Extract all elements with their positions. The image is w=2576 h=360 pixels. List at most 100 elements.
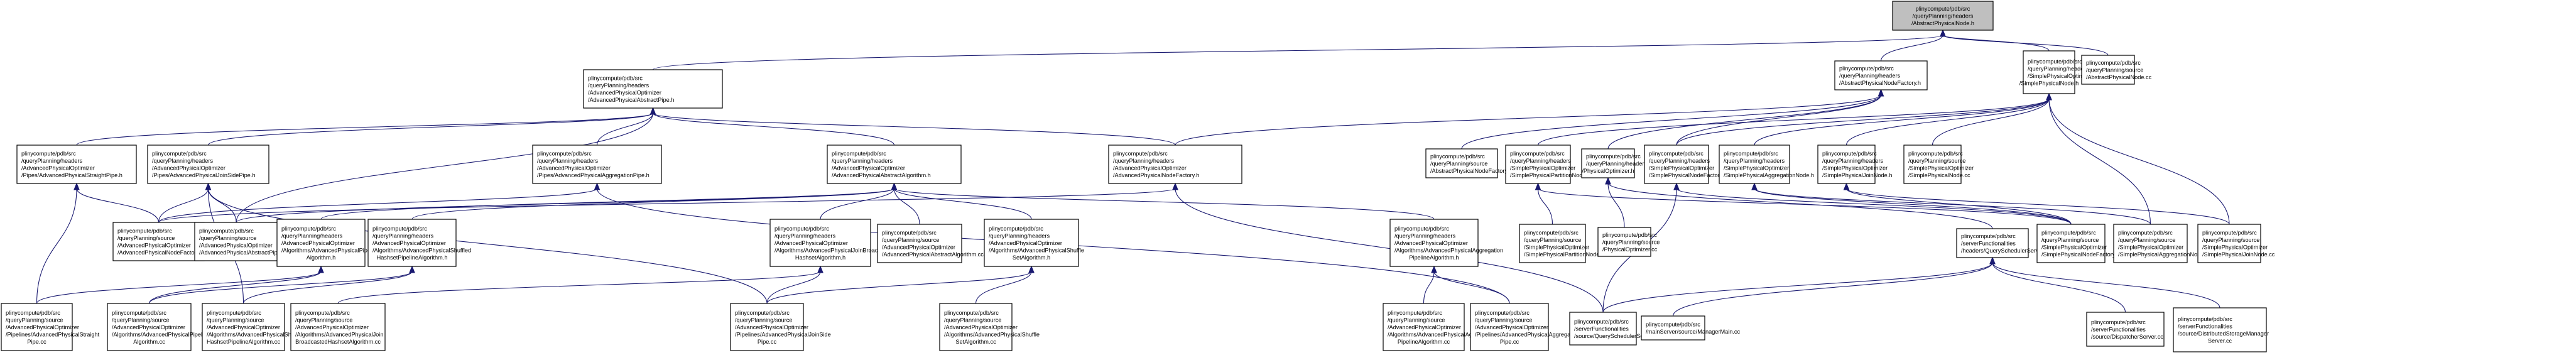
node-aggPipeCC[interactable]: plinycompute/pdb/src/queryPlanning/sourc… <box>1470 303 1580 351</box>
arrowhead-icon <box>594 182 601 190</box>
node-root[interactable]: plinycompute/pdb/src/queryPlanning/heade… <box>1892 1 1994 31</box>
node-straightPipeCC[interactable]: plinycompute/pdb/src/queryPlanning/sourc… <box>1 303 100 351</box>
node-straightPipeH[interactable]: plinycompute/pdb/src/queryPlanning/heade… <box>16 145 137 184</box>
node-absAlgoCC[interactable]: plinycompute/pdb/src/queryPlanning/sourc… <box>877 224 984 263</box>
node-physOptCC[interactable]: plinycompute/pdb/src/queryPlanning/sourc… <box>1597 227 1660 257</box>
node-box[interactable] <box>532 145 662 184</box>
node-querySchedCC[interactable]: plinycompute/pdb/src/serverFunctionaliti… <box>1569 312 1661 346</box>
node-shuffleSetCC[interactable]: plinycompute/pdb/src/queryPlanning/sourc… <box>939 303 1040 351</box>
node-absNodeCC[interactable]: plinycompute/pdb/src/queryPlanning/sourc… <box>2081 55 2152 85</box>
node-box[interactable] <box>877 224 962 263</box>
node-absNodeFactoryH[interactable]: plinycompute/pdb/src/queryPlanning/heade… <box>1834 60 1928 90</box>
node-simpleNodeCC[interactable]: plinycompute/pdb/src/queryPlanning/sourc… <box>1903 145 1974 184</box>
node-box[interactable] <box>1108 145 1242 184</box>
edge-querySchedCC-to-advNodeFactoryH <box>1172 182 1604 313</box>
node-box[interactable] <box>1505 145 1571 184</box>
node-distStorageCC[interactable]: plinycompute/pdb/src/serverFunctionaliti… <box>2173 307 2269 352</box>
node-label-line: /queryPlanning/source <box>944 317 1001 323</box>
node-box[interactable] <box>147 145 269 184</box>
node-label-line: /serverFunctionalities <box>1574 325 1629 332</box>
node-box[interactable] <box>2173 307 2267 352</box>
node-label-line: plinycompute/pdb/src <box>295 310 350 316</box>
node-box[interactable] <box>2036 224 2106 263</box>
node-box[interactable] <box>112 222 205 261</box>
node-partitionNodeH[interactable]: plinycompute/pdb/src/queryPlanning/heade… <box>1505 145 1590 184</box>
node-joinBroadcastCC[interactable]: plinycompute/pdb/src/queryPlanning/sourc… <box>290 303 386 351</box>
node-box[interactable] <box>1389 219 1479 267</box>
node-box[interactable] <box>1581 148 1635 178</box>
node-box[interactable] <box>1719 145 1790 184</box>
node-joinSidePipeCC[interactable]: plinycompute/pdb/src/queryPlanning/sourc… <box>730 303 831 351</box>
node-shuffleSetH[interactable]: plinycompute/pdb/src/queryPlanning/heade… <box>984 219 1084 267</box>
node-label-line: plinycompute/pdb/src <box>1602 232 1657 238</box>
node-aggPipelineAlgoCC[interactable]: plinycompute/pdb/src/queryPlanning/sourc… <box>1383 303 1496 351</box>
node-box[interactable] <box>1470 303 1549 351</box>
node-simpleNodeFactoryH[interactable]: plinycompute/pdb/src/queryPlanning/heade… <box>1644 145 1727 184</box>
node-box[interactable] <box>1817 145 1876 184</box>
node-physOptH[interactable]: plinycompute/pdb/src/queryPlanning/heade… <box>1581 148 1647 178</box>
node-aggPipelineAlgoH[interactable]: plinycompute/pdb/src/queryPlanning/heade… <box>1389 219 1503 267</box>
node-querySchedH[interactable]: plinycompute/pdb/src/serverFunctionaliti… <box>1956 228 2048 258</box>
node-box[interactable] <box>2081 55 2135 85</box>
node-simpleNodeH[interactable]: plinycompute/pdb/src/queryPlanning/heade… <box>2019 50 2093 94</box>
node-pipelineAlgoH[interactable]: plinycompute/pdb/src/queryPlanning/heade… <box>276 219 379 267</box>
node-label-line: Pipe.cc <box>1500 339 1519 345</box>
node-box[interactable] <box>1 303 73 351</box>
node-box[interactable] <box>2113 224 2188 263</box>
node-advNodeFactoryCC[interactable]: plinycompute/pdb/src/queryPlanning/sourc… <box>112 222 207 261</box>
node-box[interactable] <box>1519 224 1586 263</box>
node-box[interactable] <box>984 219 1079 267</box>
node-box[interactable] <box>2086 312 2165 347</box>
node-partitionNodeCC[interactable]: plinycompute/pdb/src/queryPlanning/sourc… <box>1519 224 1607 263</box>
node-box[interactable] <box>827 145 962 184</box>
node-box[interactable] <box>194 222 278 261</box>
node-box[interactable] <box>1569 312 1637 346</box>
node-box[interactable] <box>730 303 804 351</box>
node-label-line: Algorithm.cc <box>133 339 165 345</box>
node-box[interactable] <box>1641 315 1705 341</box>
node-label-line: /PhysicalOptimizer.h <box>1582 168 1634 174</box>
node-box[interactable] <box>1892 1 1994 31</box>
node-advAbsPipeCC[interactable]: plinycompute/pdb/src/queryPlanning/sourc… <box>194 222 288 261</box>
edge-advNodeFactoryH-to-absNodeFactoryH <box>1175 89 1884 146</box>
node-advNodeFactoryH[interactable]: plinycompute/pdb/src/queryPlanning/heade… <box>1108 145 1242 184</box>
node-joinNodeH[interactable]: plinycompute/pdb/src/queryPlanning/heade… <box>1817 145 1892 184</box>
node-aggNodeH[interactable]: plinycompute/pdb/src/queryPlanning/heade… <box>1719 145 1814 184</box>
node-box[interactable] <box>939 303 1013 351</box>
node-box[interactable] <box>107 303 192 351</box>
node-label-line: plinycompute/pdb/src <box>2118 230 2173 236</box>
node-label-line: /Algorithms/AdvancedPhysicalPipeline <box>112 331 210 337</box>
node-advAbsPipeH[interactable]: plinycompute/pdb/src/queryPlanning/heade… <box>583 69 723 109</box>
node-dispatcherCC[interactable]: plinycompute/pdb/src/serverFunctionaliti… <box>2086 312 2165 347</box>
node-box[interactable] <box>1425 148 1498 178</box>
node-box[interactable] <box>583 69 723 109</box>
node-box[interactable] <box>1834 60 1928 90</box>
node-joinBroadcastH[interactable]: plinycompute/pdb/src/queryPlanning/heade… <box>769 219 895 267</box>
node-box[interactable] <box>1903 145 1962 184</box>
node-box[interactable] <box>2197 224 2261 263</box>
edge-line <box>1433 271 1510 304</box>
node-box[interactable] <box>1383 303 1465 351</box>
node-box[interactable] <box>367 219 457 267</box>
node-aggNodeCC[interactable]: plinycompute/pdb/src/queryPlanning/sourc… <box>2113 224 2212 263</box>
node-box[interactable] <box>1644 145 1709 184</box>
node-label-line: /Algorithms/AdvancedPhysicalShuffled <box>207 331 305 337</box>
node-joinSidePipeH[interactable]: plinycompute/pdb/src/queryPlanning/heade… <box>147 145 269 184</box>
node-joinNodeCC[interactable]: plinycompute/pdb/src/queryPlanning/sourc… <box>2197 224 2275 263</box>
node-absNodeFactoryCC[interactable]: plinycompute/pdb/src/queryPlanning/sourc… <box>1425 148 1515 178</box>
node-box[interactable] <box>2023 50 2075 94</box>
node-box[interactable] <box>769 219 871 267</box>
node-shuffledHashsetH[interactable]: plinycompute/pdb/src/queryPlanning/heade… <box>367 219 471 267</box>
node-shuffledHashsetCC[interactable]: plinycompute/pdb/src/queryPlanning/sourc… <box>202 303 305 351</box>
node-box[interactable] <box>16 145 137 184</box>
node-box[interactable] <box>290 303 386 351</box>
node-box[interactable] <box>1597 227 1651 257</box>
node-box[interactable] <box>276 219 366 267</box>
node-pipelineAlgoCC[interactable]: plinycompute/pdb/src/queryPlanning/sourc… <box>107 303 210 351</box>
node-managerMainCC[interactable]: plinycompute/pdb/src/mainServer/source/M… <box>1641 315 1741 341</box>
node-box[interactable] <box>1956 228 2029 258</box>
node-simpleNodeFactoryCC[interactable]: plinycompute/pdb/src/queryPlanning/sourc… <box>2036 224 2122 263</box>
node-box[interactable] <box>202 303 285 351</box>
node-absAlgoH[interactable]: plinycompute/pdb/src/queryPlanning/heade… <box>827 145 962 184</box>
node-aggPipeH[interactable]: plinycompute/pdb/src/queryPlanning/heade… <box>532 145 662 184</box>
